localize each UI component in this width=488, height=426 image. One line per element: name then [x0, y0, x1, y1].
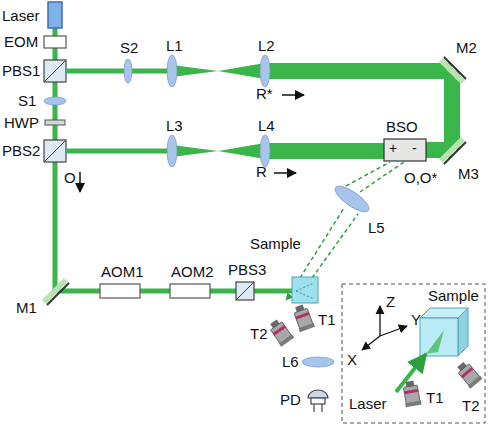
optics-shape [167, 135, 177, 167]
optics-shape [124, 59, 132, 83]
part-label: T1 [318, 312, 336, 329]
optics-shape [420, 318, 458, 356]
optics-shape [44, 60, 66, 82]
part-label: PBS2 [2, 143, 40, 160]
part-label: PBS1 [2, 63, 40, 80]
part-label: PD [280, 392, 301, 409]
part-label: + [389, 141, 397, 156]
part-label: L6 [282, 354, 299, 371]
optics-shape [332, 182, 373, 216]
optics-shape [312, 214, 358, 278]
optics-shape [458, 308, 468, 356]
optics-shape [384, 139, 426, 161]
part-label: T2 [462, 398, 480, 415]
optics-shape [380, 326, 407, 336]
optics-shape [292, 277, 318, 303]
optics-shape [346, 162, 390, 186]
part-label: Z [386, 294, 395, 311]
part-label: L5 [368, 220, 385, 237]
optics-shape [44, 97, 66, 105]
part-label: M3 [458, 166, 479, 183]
optics-shape [362, 336, 380, 350]
part-label: L1 [166, 38, 183, 55]
part-label: O [64, 170, 76, 187]
optics-shape [291, 303, 315, 332]
optics-shape [260, 55, 270, 87]
part-label: Sample [428, 288, 479, 305]
part-label: Laser [2, 8, 40, 25]
optics-shape [308, 390, 328, 398]
part-label: X [347, 352, 357, 369]
part-label: T1 [426, 390, 444, 407]
optics-shape [379, 306, 380, 336]
optics-shape [441, 139, 463, 161]
part-label: O,O* [404, 170, 437, 187]
optics-shape [79, 172, 81, 192]
part-label: S2 [120, 40, 138, 57]
optics-shape [360, 162, 404, 192]
part-label: S1 [18, 93, 36, 110]
optics-shape [402, 380, 422, 407]
optics-shape [274, 172, 296, 174]
optics-shape [172, 63, 265, 79]
optics-shape [313, 404, 314, 412]
optics-shape [44, 140, 66, 162]
optics-shape [44, 36, 66, 48]
part-label: M1 [16, 300, 37, 317]
part-label: AOM1 [101, 264, 144, 281]
part-label: L2 [258, 38, 275, 55]
part-label: T2 [250, 326, 268, 343]
optics-shape [426, 330, 444, 354]
optics-shape [444, 57, 466, 79]
part-label: L3 [166, 118, 183, 135]
part-label: HWP [4, 115, 39, 132]
part-label: M2 [456, 40, 477, 57]
optics-shape [44, 60, 66, 82]
optics-shape [44, 140, 66, 162]
part-label: - [412, 141, 417, 156]
optics-shape [236, 282, 254, 300]
optics-shape [100, 284, 140, 298]
optics-shape [260, 135, 270, 167]
part-label: L4 [258, 118, 275, 135]
optics-shape [265, 63, 452, 79]
optics-shape [267, 317, 294, 347]
optics-shape [236, 282, 254, 300]
optics-shape [302, 357, 334, 367]
optics-shape [167, 55, 177, 87]
optics-shape [311, 398, 325, 404]
optics-shape [48, 2, 62, 28]
optics-shape [172, 143, 265, 159]
optics-shape [47, 283, 69, 305]
part-label: R [256, 164, 267, 181]
optics-shape [321, 404, 322, 412]
part-label: Y [411, 312, 421, 329]
optics-shape [45, 120, 65, 125]
optics-shape [454, 359, 482, 388]
optics-shape [342, 284, 485, 423]
optics-shape [444, 142, 466, 164]
part-label: R* [256, 86, 273, 103]
part-label: BSO [386, 119, 418, 136]
optics-shape [265, 143, 384, 159]
part-label: PBS3 [228, 262, 266, 279]
optics-shape [66, 149, 172, 154]
optics-shape [441, 60, 463, 82]
optics-shape [44, 280, 66, 302]
optics-shape [296, 291, 314, 299]
part-label: Sample [250, 236, 301, 253]
optics-shape [444, 71, 460, 150]
optics-shape [66, 69, 172, 74]
optics-shape [282, 94, 304, 96]
optics-shape [296, 283, 314, 291]
optics-shape [170, 284, 210, 298]
part-label: Laser [349, 396, 387, 413]
part-label: EOM [4, 34, 38, 51]
part-label: AOM2 [171, 264, 214, 281]
